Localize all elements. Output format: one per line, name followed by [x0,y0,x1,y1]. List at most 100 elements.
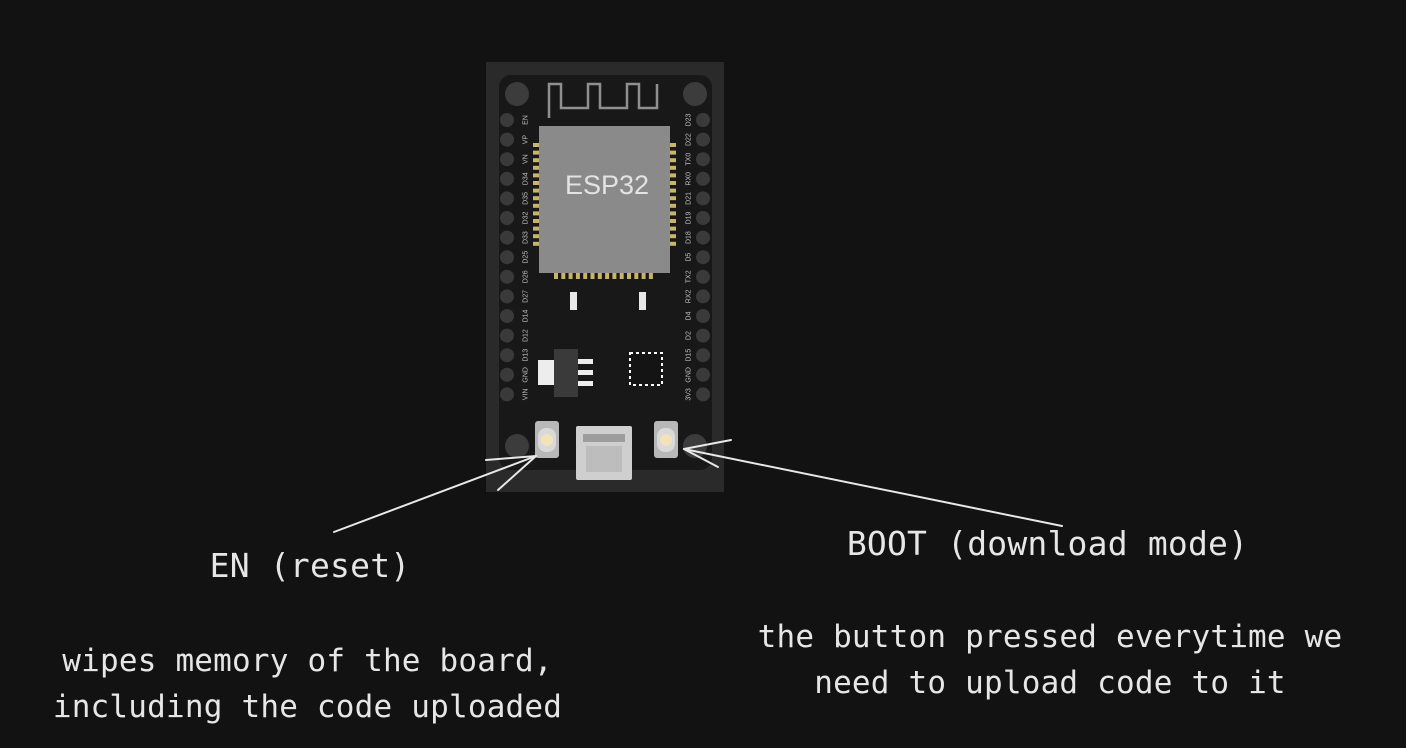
header-pin-left [500,289,514,304]
chip-pad [575,272,580,279]
en-button [535,421,559,458]
header-pin-right [696,113,710,127]
chip-pad [669,173,676,178]
header-pin-left [500,309,514,323]
pin-label-right: D19 [686,211,693,224]
header-pin-right [696,289,710,304]
pin-label-left: EN [523,115,530,125]
en-description-line-1: wipes memory of the board, [62,643,553,679]
pin-label-left: VN [523,154,530,164]
header-pin-left [500,171,514,186]
en-description: wipes memory of the board, including the… [20,638,595,730]
en-title: EN (reset) [209,546,411,585]
header-pin-right [696,152,710,167]
pin-label-left: D33 [523,231,530,244]
mount-hole-top-left [505,82,529,106]
pin-label-left: D25 [523,251,530,264]
chip-pad [669,143,676,147]
chip-pad [597,272,602,279]
chip-pad [641,272,646,279]
chip-pad [669,226,676,231]
header-pin-right [696,309,710,323]
chip-pad [583,272,588,279]
chip-pad [634,272,639,279]
chip-pads-left [533,143,540,246]
smd-resistor-left [570,292,577,310]
pin-label-right: TX0 [686,153,693,166]
header-pin-left [500,191,514,206]
chip-pad [533,211,540,216]
pin-label-right: RX2 [686,289,693,303]
chip-pad [533,158,540,163]
boot-arrow [683,439,1063,527]
header-pin-right [696,250,710,265]
boot-description: the button pressed everytime we need to … [730,614,1370,706]
header-pin-right [696,348,710,363]
header-pin-left [500,348,514,363]
boot-title: BOOT (download mode) [846,524,1249,563]
chip-pad [533,219,540,223]
chip-pad [533,165,540,170]
chip-pad [627,272,631,279]
smd-resistor-right [639,292,646,310]
pin-label-right: D15 [686,349,693,362]
pin-label-right: D21 [686,192,693,205]
pin-label-right: TX2 [686,270,693,283]
pin-label-right: D2 [686,331,693,340]
pin-label-right: D23 [686,113,693,126]
chip-pad [612,272,617,279]
chip-pad [533,226,540,231]
header-pin-right [696,132,710,147]
header-pin-left [500,269,514,284]
chip-pad [669,211,676,216]
chip-pad [669,188,676,193]
pin-label-left: D12 [523,329,530,342]
chip-pad [533,203,540,208]
pin-label-right: RX0 [686,172,693,186]
header-pin-left [500,328,514,343]
chip-pad [669,203,676,208]
pin-headers: ENVPVND34D35D32D33D25D26D27D14D12D13GNDV… [500,113,710,402]
header-pin-right [696,387,710,402]
mount-hole-top-right [683,82,707,106]
chip-pad [669,196,676,201]
pin-label-right: D22 [686,133,693,146]
chip-pads-right [669,143,676,246]
micro-usb-connector [576,426,632,480]
en-arrow [333,455,537,533]
chip-pad [605,272,610,279]
chip-pads-bottom [554,272,653,279]
pin-label-right: GND [686,367,693,383]
chip-pad [533,150,540,155]
header-pin-left [500,211,514,225]
esp32-chip [539,126,670,273]
chip-pad [590,272,595,279]
chip-pad [669,181,676,185]
pin-label-left: D34 [523,172,530,185]
en-description-line-2: including the code uploaded [52,689,563,725]
header-pin-right [696,367,710,382]
boot-description-line-2: need to upload code to it [814,665,1286,701]
header-pin-right [696,211,710,225]
boot-button [654,421,678,458]
chip-label: ESP32 [565,170,649,200]
header-pin-left [500,152,514,167]
boot-description-line-1: the button pressed everytime we [757,619,1343,655]
chip-pad [568,272,573,279]
pin-label-right: D4 [686,311,693,320]
chip-pad [533,234,540,239]
antenna-trace [547,82,659,118]
header-pin-left [500,250,514,265]
chip-pad [554,272,558,279]
chip-pad [619,272,624,279]
pin-label-right: 3V3 [686,388,693,401]
voltage-regulator [538,349,593,397]
pin-label-left: D32 [523,211,530,224]
chip-pad [669,150,676,155]
pin-label-left: GND [523,367,530,383]
pin-label-left: D27 [523,290,530,303]
chip-pad [533,241,540,246]
chip-pad [669,241,676,246]
pin-label-left: VP [523,135,530,145]
